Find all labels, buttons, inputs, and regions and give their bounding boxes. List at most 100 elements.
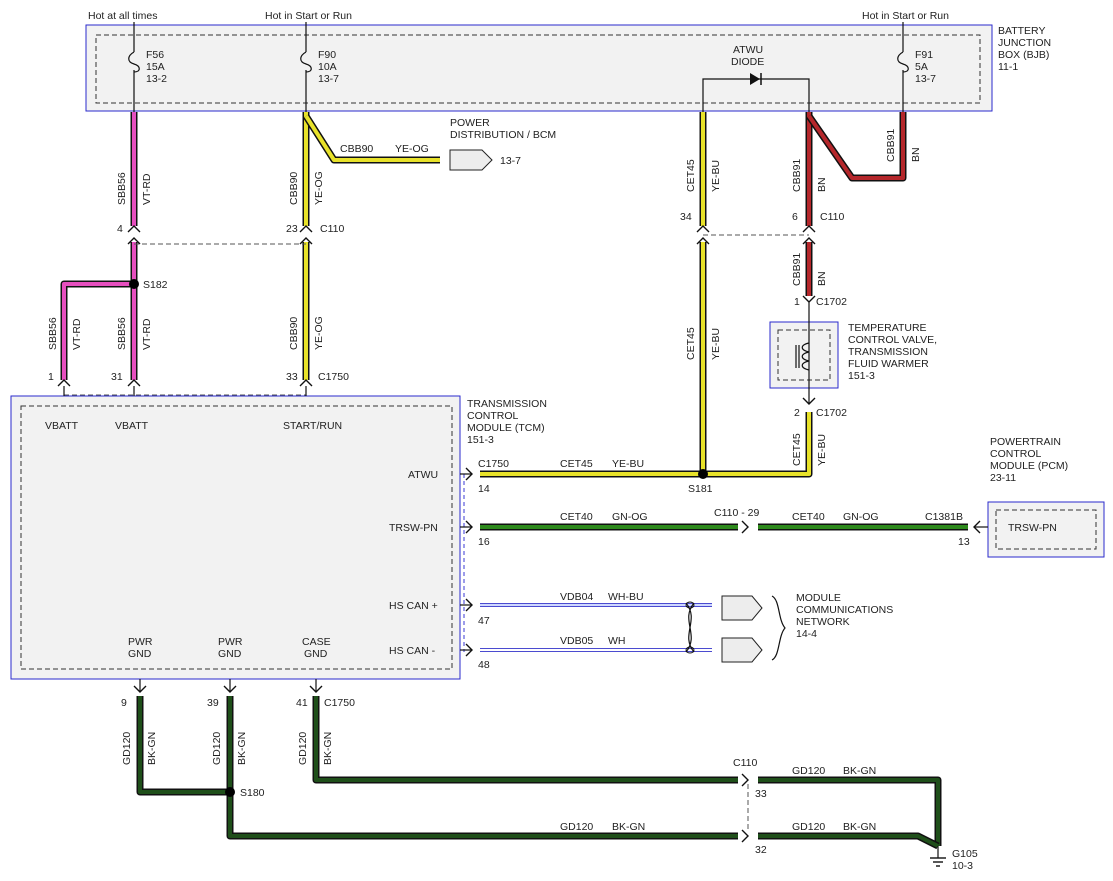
pin-48: 48 <box>478 659 490 671</box>
cet45-label: CET45 <box>560 458 593 470</box>
valve-line-3: TRANSMISSION <box>848 346 928 358</box>
bjb-ref: 11-1 <box>998 61 1018 73</box>
network-brace-icon <box>771 595 786 661</box>
tcm-gnd-1: GND <box>128 648 152 660</box>
tcm-pwr-2: PWR <box>218 636 243 648</box>
vertical-wire-labels: SBB56 VT-RD SBB56 VT-RD SBB56 VT-RD CBB9… <box>47 129 922 765</box>
pin-32-ground: 32 <box>755 844 767 856</box>
atwu-diode-icon <box>750 73 762 85</box>
splice-s181-label: S181 <box>688 483 713 495</box>
pin-13: 13 <box>958 536 970 548</box>
svg-text:BN: BN <box>816 177 828 192</box>
gn-og-right-label: GN-OG <box>843 511 879 523</box>
c110-label-ground: C110 <box>733 757 757 769</box>
pin-39: 39 <box>207 697 219 709</box>
svg-text:CBB90: CBB90 <box>288 317 300 350</box>
svg-text:CET45: CET45 <box>685 159 697 192</box>
c110-label-right: C110 <box>820 211 844 223</box>
valve-line-2: CONTROL VALVE, <box>848 334 937 346</box>
c110-29-label: C110 - 29 <box>714 507 759 519</box>
connector-chevrons <box>57 225 981 843</box>
pin-31: 31 <box>111 371 123 383</box>
splice-s180[interactable] <box>225 787 235 797</box>
power-dist-color: YE-OG <box>395 143 429 155</box>
svg-text:SBB56: SBB56 <box>116 172 128 205</box>
svg-text:CBB91: CBB91 <box>885 129 897 162</box>
svg-text:BN: BN <box>910 147 922 162</box>
power-dist-circuit: CBB90 <box>340 143 373 155</box>
tcm-name-line-1: TRANSMISSION <box>467 398 547 410</box>
tcm-pin-hs-can-minus: HS CAN - <box>389 645 436 657</box>
c1702-label-bottom: C1702 <box>816 407 847 419</box>
c1750-label-atwu: C1750 <box>478 458 509 470</box>
battery-junction-box[interactable] <box>85 24 993 112</box>
gd120-upper-right-label: GD120 <box>792 765 825 777</box>
valve-line-4: FLUID WARMER <box>848 358 929 370</box>
cet40-right-label: CET40 <box>792 511 825 523</box>
network-line-1: MODULE <box>796 592 841 604</box>
svg-text:VT-RD: VT-RD <box>141 318 153 350</box>
pin-14: 14 <box>478 483 490 495</box>
svg-text:CET45: CET45 <box>791 433 803 466</box>
power-distribution-connector[interactable] <box>449 149 493 171</box>
gd120-lower-left-label: GD120 <box>560 821 593 833</box>
pin-33: 33 <box>286 371 298 383</box>
svg-text:YE-BU: YE-BU <box>710 160 722 192</box>
svg-text:GD120: GD120 <box>211 732 223 765</box>
tcm-pin-vbatt-2: VBATT <box>115 420 149 432</box>
splice-s180-label: S180 <box>240 787 265 799</box>
ground-id: G105 <box>952 848 978 860</box>
svg-text:SBB56: SBB56 <box>47 317 59 350</box>
hot-start-run-left-label: Hot in Start or Run <box>265 10 352 22</box>
pin-1: 1 <box>48 371 54 383</box>
svg-text:BN: BN <box>816 271 828 286</box>
gn-og-left-label: GN-OG <box>612 511 648 523</box>
tcm-ref: 151-3 <box>467 434 494 446</box>
fuse-f56-id: F56 <box>146 49 164 61</box>
ye-bu-label: YE-BU <box>612 458 644 470</box>
bk-gn-lower-left-label: BK-GN <box>612 821 645 833</box>
svg-text:VT-RD: VT-RD <box>71 318 83 350</box>
pin-47: 47 <box>478 615 490 627</box>
splice-s182[interactable] <box>129 279 139 289</box>
svg-text:CBB90: CBB90 <box>288 172 300 205</box>
twisted-pair-icon <box>685 601 695 654</box>
svg-text:YE-OG: YE-OG <box>313 316 325 350</box>
network-line-3: NETWORK <box>796 616 850 628</box>
pin-34: 34 <box>680 211 692 223</box>
wire-gd120-pin41[interactable] <box>312 696 738 784</box>
fuse-f56-rating: 15A <box>146 61 165 73</box>
c1381b-label: C1381B <box>925 511 963 523</box>
network-line-2: COMMUNICATIONS <box>796 604 893 616</box>
wire-gd120-pin39[interactable] <box>226 696 738 840</box>
fuse-f56-ref: 13-2 <box>146 73 167 85</box>
c110-label-left: C110 <box>320 223 344 235</box>
fuse-f90-ref: 13-7 <box>318 73 339 85</box>
bk-gn-lower-right-label: BK-GN <box>843 821 876 833</box>
ground-icon <box>930 846 946 867</box>
vdb04-label: VDB04 <box>560 591 593 603</box>
svg-text:GD120: GD120 <box>121 732 133 765</box>
network-ref: 14-4 <box>796 628 817 640</box>
svg-text:BK-GN: BK-GN <box>146 732 158 765</box>
pcm-module[interactable] <box>987 501 1105 558</box>
svg-text:YE-BU: YE-BU <box>816 434 828 466</box>
tcm-pin-atwu: ATWU <box>408 469 438 481</box>
splice-s181[interactable] <box>698 469 708 479</box>
can-minus-connector[interactable] <box>721 637 763 663</box>
pin-4: 4 <box>117 223 123 235</box>
temperature-control-valve[interactable] <box>769 321 839 389</box>
tcm-case: CASE <box>302 636 331 648</box>
pcm-name-line-3: MODULE (PCM) <box>990 460 1068 472</box>
pcm-name-line-1: POWERTRAIN <box>990 436 1061 448</box>
pin-33-ground: 33 <box>755 788 767 800</box>
svg-text:CBB91: CBB91 <box>791 159 803 192</box>
svg-text:YE-OG: YE-OG <box>313 171 325 205</box>
cet40-left-label: CET40 <box>560 511 593 523</box>
bjb-name-line-3: BOX (BJB) <box>998 49 1049 61</box>
tcm-module[interactable] <box>10 395 461 680</box>
tcm-pin-hs-can-plus: HS CAN + <box>389 600 438 612</box>
c1750-label-bottom: C1750 <box>324 697 355 709</box>
svg-text:GD120: GD120 <box>297 732 309 765</box>
can-plus-connector[interactable] <box>721 595 763 621</box>
